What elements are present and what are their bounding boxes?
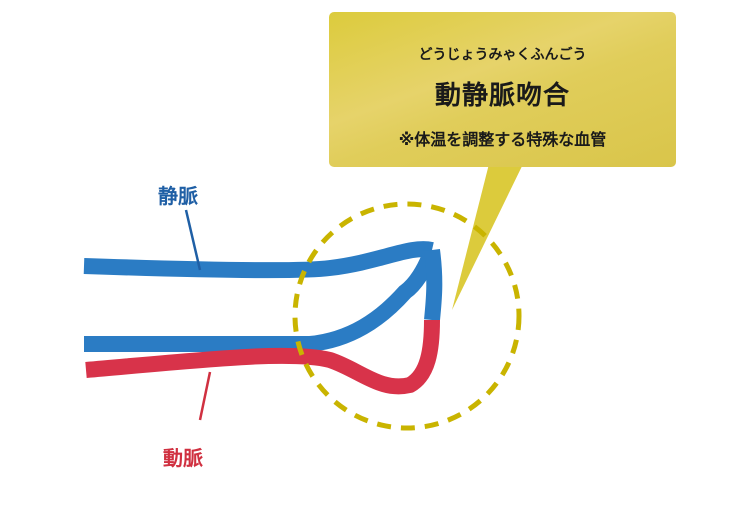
artery	[85, 319, 440, 395]
callout-box: どうじょうみゃくふんごう 動静脈吻合 ※体温を調整する特殊な血管	[329, 12, 676, 167]
vein-label-leader	[184, 209, 202, 271]
callout-title: 動静脈吻合	[434, 81, 570, 111]
callout-note: ※体温を調整する特殊な血管	[398, 130, 607, 149]
artery-label-leader	[198, 371, 212, 421]
vein-upper	[83, 241, 434, 279]
callout-pointer	[452, 160, 525, 310]
artery-label: 動脈	[163, 446, 203, 470]
anastomosis-vessel	[424, 248, 443, 321]
highlight-circle	[292, 201, 522, 431]
anastomosis-vein-part	[84, 247, 440, 352]
callout-reading: どうじょうみゃくふんごう	[418, 47, 587, 63]
vein-label: 静脈	[158, 184, 198, 208]
